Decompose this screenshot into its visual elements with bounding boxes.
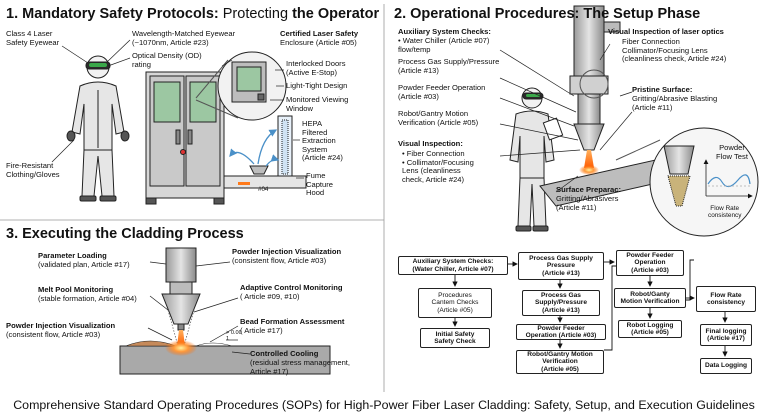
label-enclosure-title: Certified Laser Safety: [280, 29, 359, 38]
flow-box-initial-safety: Initial Safety Safety Check: [420, 328, 490, 348]
label-aux-title: Auxiliary System Checks:: [398, 27, 491, 36]
technician-figure: [509, 87, 564, 232]
footer-caption: Comprehensive Standard Operating Procedu…: [13, 398, 755, 412]
label-eyewear-class: Class 4 Laser Safety Eyewear: [6, 29, 60, 47]
airflow-arrows: [229, 129, 280, 167]
label-optics-items: Fiber Connection Collimator/Focusing Len…: [622, 37, 727, 64]
section1-title: 1. Mandatory Safety Protocols: Protectin…: [6, 6, 380, 22]
label-melt-sub: (stable formation, Article #04): [38, 294, 137, 303]
label-hepa: HEPA Filtered Extraction System (Article…: [302, 119, 343, 163]
leader-lines-s2: [499, 43, 633, 193]
powder-flow-test-inset: [615, 127, 759, 237]
label-melt-title: Melt Pool Monitoring: [38, 285, 114, 294]
label-tag-04: #04: [258, 186, 269, 193]
flow-box-powder: Powder Feeder Operation (Article #03): [516, 324, 606, 340]
powder-streams: [167, 309, 195, 347]
label-robot: Robot/Gantry Motion Verification (Articl…: [398, 109, 479, 127]
flow-box-robot-ganty: Robot/Ganty Motion Verification: [614, 288, 686, 308]
label-aux-items: • Water Chiller (Article #07) flow/temp: [398, 36, 490, 54]
flow-box-robot-logging: Robot Logging (Article #05): [618, 320, 682, 338]
label-enclosure-sub: Enclosure (Article #05): [280, 38, 357, 47]
flow-box-flow-rate: Flow Rate consistency: [696, 286, 756, 312]
label-powder-right-sub: (consistent flow, Article #03): [232, 256, 327, 265]
label-adaptive-sub: ( Article #09, #10): [240, 292, 300, 301]
label-powder-left-title: Powder Injection Visualization: [6, 321, 116, 330]
section2-title: 2. Operational Procedures: The Setup Pha…: [394, 6, 701, 22]
flow-box-gas-1: Process Gas Supply Pressure (Article #13…: [518, 252, 604, 280]
label-od-rating: Optical Density (OD) rating: [132, 51, 202, 69]
hepa-system: [223, 115, 307, 189]
label-bead-title: Bead Formation Assessment: [240, 317, 345, 326]
flow-box-aux: Auxiliary System Checks: (Water Chiller,…: [398, 256, 508, 275]
flow-box-gas-2: Process Gas Supply/Pressure (Article #13…: [522, 290, 600, 316]
leader-lines-s3: [147, 261, 251, 355]
laser-enclosure: [145, 71, 225, 205]
label-powder: Powder Feeder Operation (Article #03): [398, 83, 486, 101]
label-fume-hood: Fume Capture Hood: [306, 171, 334, 198]
leader-lines-s1b: [221, 59, 304, 179]
label-cooling-sub: (residual stress management, Article #17…: [250, 358, 351, 376]
label-bead-sub: ( Article #17): [240, 326, 283, 335]
leader-lines-s1: [51, 39, 131, 163]
label-visual-title: Visual Inspection:: [398, 139, 463, 148]
flow-box-powder-feeder: Powder Feeder Operation (Article #03): [616, 250, 684, 276]
label-gas: Process Gas Supply/Pressure (Article #13…: [398, 57, 500, 75]
dimension-mark: [226, 339, 238, 347]
label-surface-title: Surface Preparac:: [556, 185, 622, 194]
label-optics-title: Visual Inspection of laser optics: [608, 27, 724, 36]
operator-figure: [66, 55, 130, 202]
label-visual-items: • Fiber Connection • Collimator/Focusing…: [402, 149, 474, 184]
label-pristine-sub: Gritting/Abrasive Blasting (Article #11): [632, 94, 718, 112]
section-dividers: [0, 4, 385, 392]
label-clothing: Fire-Resistant Clothing/Gloves: [6, 161, 60, 179]
label-param-sub: (validated plan, Article #17): [38, 260, 130, 269]
label-powder-flow-test: Powder Flow Test: [716, 143, 748, 161]
enclosure-zoom: [195, 51, 287, 121]
setup-zoom-optics: [579, 69, 609, 99]
flow-box-data-logging: Data Logging: [700, 358, 752, 374]
label-wavelength: Wavelength-Matched Eyewear (~1070nm, Art…: [132, 29, 236, 47]
label-powder-right-title: Powder Injection Visualization: [232, 247, 342, 256]
label-light-tight: Light-Tight Design: [286, 81, 348, 90]
label-powder-left-sub: (consistent flow, Article #03): [6, 330, 101, 339]
label-viewing-window: Monitored Viewing Window: [286, 95, 349, 113]
label-param-title: Parameter Loading: [38, 251, 107, 260]
label-pristine-title: Pristine Surface:: [632, 85, 693, 94]
label-surface-sub: Gritting/Abrasivers (Article #11): [556, 194, 619, 212]
label-flow-rate-consistency: Flow Rate consistency: [708, 205, 742, 219]
cladding-nozzle: [161, 247, 201, 331]
section3-title: 3. Executing the Cladding Process: [6, 226, 244, 242]
label-adaptive-title: Adaptive Control Monitoring: [240, 283, 343, 292]
flow-box-robot: Robot/Gantry Motion Verification (Articl…: [516, 350, 604, 374]
flow-box-procedures: Procedures Cantem Checks (Article #05): [418, 288, 492, 318]
label-interlocked-doors: Interlocked Doors (Active E-Stop): [286, 59, 346, 77]
substrate: [119, 340, 331, 375]
label-dimension: > 0.00 1: [226, 330, 242, 342]
flow-box-final-logging: Final logging (Article #17): [700, 324, 752, 346]
label-cooling-title: Controlled Cooling: [250, 349, 319, 358]
